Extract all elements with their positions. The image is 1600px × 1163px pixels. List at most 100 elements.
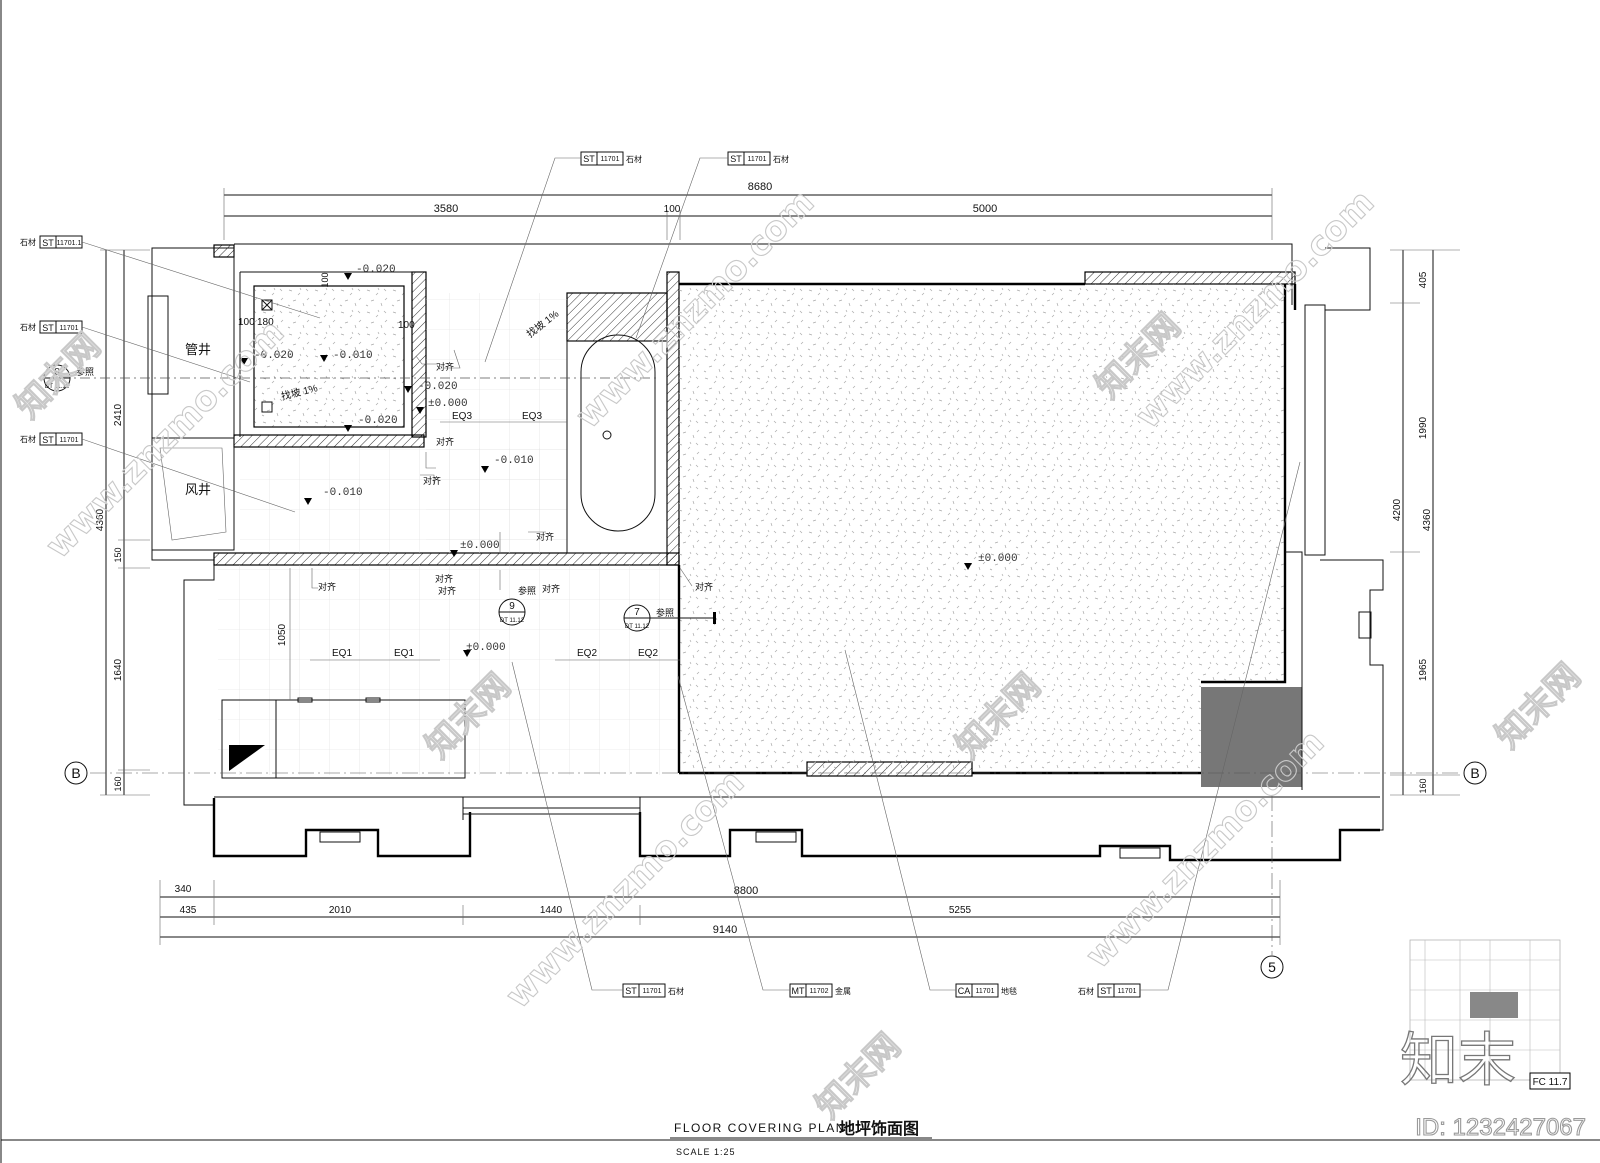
- material-tags: 石材 ST 11701.1 石材 ST 11701 石材 ST 11701: [20, 151, 1301, 998]
- title-block: FLOOR COVERING PLAN 地坪饰面图 SCALE 1:25: [670, 1119, 932, 1157]
- eq3-right: EQ3: [522, 411, 542, 422]
- eq1-right: EQ1: [394, 648, 414, 659]
- dim-bottom-340: 340: [175, 884, 192, 895]
- tag-left-2-material: 石材: [20, 322, 36, 332]
- tag-bottom-1-num: 11701: [643, 988, 662, 995]
- section-8-reference: 参照: [76, 366, 94, 377]
- align-notes: 对齐 对齐 对齐 对齐 对齐 对齐 对齐 对齐 对齐: [311, 349, 713, 596]
- tag-top-2: ST 11701 石材: [635, 151, 789, 339]
- pipe-shaft-label: 管井: [185, 342, 211, 357]
- bathtub: [566, 334, 668, 554]
- align-note-9: 对齐: [695, 581, 713, 592]
- tag-top-1: ST 11701 石材: [484, 151, 642, 363]
- align-note-2: 对齐: [436, 436, 454, 447]
- dim-1050: 1050: [277, 623, 288, 646]
- tag-left-1: 石材 ST 11701.1: [20, 235, 321, 319]
- dim-right-405: 405: [1418, 271, 1429, 288]
- eq1-left: EQ1: [332, 648, 352, 659]
- tag-bottom-2: MT 11702 金属: [677, 675, 851, 998]
- title-chinese: 地坪饰面图: [839, 1119, 919, 1138]
- tag-left-1-num: 11701.1: [57, 240, 82, 247]
- level-markers: -0.020 -0.010 -0.020 -0.020 -0.020 ±0.00…: [240, 264, 1018, 657]
- tag-bottom-2-num: 11702: [810, 988, 829, 995]
- align-note-6: 对齐: [435, 573, 453, 584]
- dim-180: 180: [257, 317, 274, 328]
- level-shower-floor: -0.010: [333, 350, 373, 362]
- level-wc-mid: -0.010: [494, 455, 534, 467]
- tag-bottom-1-code: ST: [625, 986, 637, 996]
- dim-100-a: 100: [238, 317, 255, 328]
- watermark-cn-5: 知末网: [808, 1026, 908, 1126]
- bottom-dimensions: 340 8800 435 2010 1440 5255 9140: [159, 880, 1281, 945]
- watermark-cn-6: 知末网: [1488, 656, 1588, 756]
- dim-top-right: 5000: [973, 203, 997, 215]
- dim-right-4360: 4360: [1422, 508, 1433, 531]
- tag-bottom-4: 石材 ST 11701: [1078, 461, 1301, 998]
- dim-bottom-2010: 2010: [329, 905, 352, 916]
- tag-bottom-2-code: MT: [792, 986, 805, 996]
- section-8-num: 8: [54, 367, 60, 378]
- tag-top-1-material: 石材: [626, 154, 642, 164]
- tag-top-2-code: ST: [730, 154, 742, 164]
- section-7-reference: 参照: [656, 607, 674, 618]
- tag-bottom-3-code: CA: [958, 986, 971, 996]
- section-9-num: 9: [509, 601, 515, 612]
- grid-bubbles: B B 5: [64, 761, 1487, 979]
- level-shower-left: -0.020: [254, 350, 294, 362]
- tag-bottom-4-code: ST: [1100, 986, 1112, 996]
- level-shower-bottom: -0.020: [358, 415, 398, 427]
- level-wc-a: ±0.000: [428, 398, 468, 410]
- dim-left-1640: 1640: [113, 658, 124, 681]
- tag-left-2: 石材 ST 11701: [20, 320, 251, 383]
- dim-bottom-435: 435: [180, 905, 197, 916]
- tag-bottom-1: ST 11701 石材: [511, 661, 684, 998]
- dim-bottom-9140: 9140: [713, 924, 737, 936]
- align-note-3: 对齐: [423, 475, 441, 486]
- scale-label: SCALE 1:25: [676, 1147, 736, 1157]
- sheet-number: FC 11.7: [1533, 1077, 1568, 1088]
- level-vanity: ±0.000: [466, 642, 506, 654]
- level-bedroom: ±0.000: [978, 553, 1018, 565]
- eq2-left: EQ2: [577, 648, 597, 659]
- dim-bottom-1440: 1440: [540, 905, 563, 916]
- grid-5: 5: [1268, 959, 1276, 975]
- watermark-id: ID: 1232427067: [1415, 1114, 1586, 1141]
- tag-left-3-code: ST: [42, 435, 54, 445]
- align-note-7: 对齐: [438, 585, 456, 596]
- tag-bottom-4-num: 11701: [1118, 988, 1137, 995]
- tag-left-3-num: 11701: [60, 437, 79, 444]
- dim-right-1965: 1965: [1418, 658, 1429, 681]
- dim-right-160: 160: [1418, 778, 1428, 793]
- key-plan-logo: 知末: [1400, 1028, 1516, 1093]
- dim-left-4360: 4360: [95, 508, 106, 531]
- top-dimensions: 8680 3580 100 5000: [223, 181, 1273, 240]
- tag-top-1-num: 11701: [601, 156, 620, 163]
- dim-bottom-8800: 8800: [734, 885, 758, 897]
- vanity-counter: [221, 697, 466, 779]
- right-dimensions: 405 1990 4200 4360 1965 160: [1390, 249, 1460, 796]
- shower-area: [253, 285, 405, 428]
- section-7-ref: DT 11.12: [625, 624, 650, 630]
- level-wc-left: -0.010: [323, 487, 363, 499]
- bathroom-floor-tiles: [218, 293, 676, 775]
- dim-100-b: 100: [398, 320, 415, 331]
- closet-block: [1201, 687, 1302, 787]
- dim-right-1990: 1990: [1418, 416, 1429, 439]
- dim-100-c: 100: [320, 272, 330, 287]
- dim-right-4200: 4200: [1392, 498, 1403, 521]
- inner-dimensions: 100 180 100 100 1050 EQ3 EQ3 EQ1 EQ1 EQ2…: [238, 272, 680, 700]
- air-shaft-label: 风井: [185, 482, 211, 497]
- section-8-ref: DT 11.12: [45, 384, 70, 390]
- grid-b-right: B: [1470, 765, 1479, 781]
- pipe-shaft: 管井: [147, 247, 235, 439]
- tag-bottom-3-num: 11701: [976, 988, 995, 995]
- tag-left-3: 石材 ST 11701: [20, 432, 296, 513]
- dim-bottom-5255: 5255: [949, 905, 972, 916]
- level-shower-right: -0.020: [418, 381, 458, 393]
- tag-top-1-code: ST: [583, 154, 595, 164]
- align-note-4: 对齐: [536, 531, 554, 542]
- eq2-right: EQ2: [638, 648, 658, 659]
- tag-bottom-4-material: 石材: [1078, 986, 1094, 996]
